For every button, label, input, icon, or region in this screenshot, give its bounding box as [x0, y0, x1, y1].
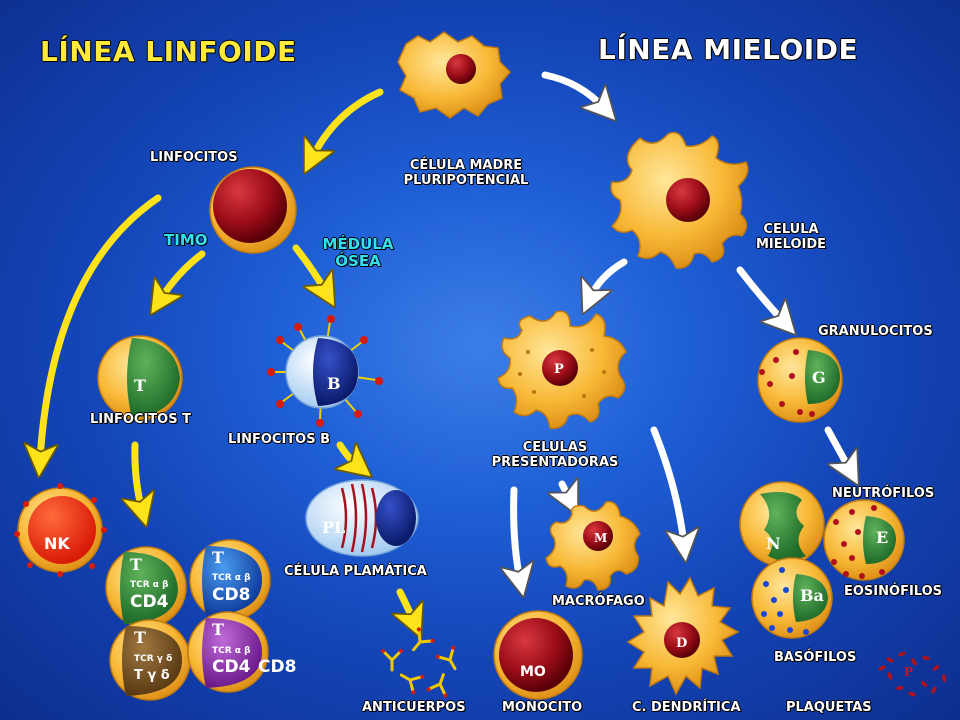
t-subset-cd8-receptor: TCR α β	[212, 573, 251, 583]
platelets	[878, 651, 947, 697]
bone-marrow-label-line-2: ÓSEA	[335, 252, 381, 270]
t-subset-gd-receptor: TCR γ δ	[134, 654, 173, 664]
myeloid-cell	[610, 131, 749, 269]
monocyte-label: MONOCITO	[502, 700, 583, 715]
granulocyte	[757, 337, 843, 423]
t-subset-cd4-receptor: TCR α β	[130, 580, 169, 590]
t-subset-gd-marker: T γ δ	[134, 668, 170, 683]
b-lymphocytes-label: LINFOCITOS B	[228, 432, 331, 447]
presenting-cells-label-line-2: PRESENTADORAS	[491, 455, 619, 470]
myeloid-cell-label-line-2: MIELOIDE	[756, 237, 827, 252]
arrow-myeloid-to-presenting	[590, 258, 628, 298]
t-subset-gd-letter: T	[134, 628, 146, 647]
t-subset-cd8-marker: CD8	[212, 585, 251, 605]
plasma-cell	[305, 479, 419, 557]
t-subset-dp-letter: T	[212, 620, 224, 639]
arrow-presenting-to-monocyte	[514, 486, 520, 580]
thymus-label: TIMO	[164, 231, 208, 249]
presenting-cells-label-line-1: CELULAS	[522, 440, 588, 455]
arrow-lymphocyte-to-t	[160, 250, 206, 300]
lymphoid-arrows	[40, 88, 414, 622]
myeloid-arrows	[514, 71, 850, 580]
bone-marrow-label-line-1: MÉDULA	[322, 235, 394, 253]
nk-cell-letter: NK	[44, 534, 70, 553]
t-subset-gd-cell	[109, 619, 191, 701]
t-subset-cd4-letter: T	[130, 555, 142, 574]
eosinophils-label: EOSINÓFILOS	[844, 584, 943, 599]
presenting-cell-letter: P	[554, 362, 564, 377]
granulocytes-label: GRANULOCITOS	[818, 324, 933, 339]
stem-cell-label-line-2: PLURIPOTENCIAL	[403, 173, 529, 188]
myeloid-cell-label: CELULA MIELOIDE	[756, 222, 826, 252]
stem-cell	[397, 31, 512, 119]
dendritic-cell-label: C. DENDRÍTICA	[632, 700, 741, 715]
t-subset-cd4-cell	[105, 546, 187, 628]
arrow-stem-to-lymphocyte	[312, 88, 384, 158]
macrophage-label: MACRÓFAGO	[552, 594, 645, 609]
neutrophil-letter: N	[766, 534, 781, 553]
basophils-label: BASÓFILOS	[774, 650, 857, 665]
antibodies-label: ANTICUERPOS	[362, 700, 466, 715]
t-subset-dp-receptor: TCR α β	[212, 646, 251, 656]
b-lymphocyte	[267, 315, 383, 427]
arrow-presenting-to-dendritic	[650, 426, 684, 545]
arrow-lymphocyte-to-b	[292, 244, 326, 292]
eosinophil-letter: E	[876, 528, 889, 547]
lymphocyte	[209, 166, 297, 254]
arrow-to-nk	[40, 194, 162, 460]
granulocyte-letter: G	[812, 368, 826, 387]
t-subset-cd4-marker: CD4	[130, 592, 169, 612]
t-subset-dp-marker: CD4	[212, 657, 251, 677]
arrow-t-to-subsets	[135, 441, 142, 510]
neutrophils-label: NEUTRÓFILOS	[832, 486, 935, 501]
dendritic-cell	[626, 576, 740, 696]
plasma-cell-letter: PL	[322, 518, 346, 537]
macrophage-letter: M	[594, 531, 608, 545]
stem-cell-label: CÉLULA MADRE PLURIPOTENCIAL	[388, 158, 544, 188]
t-subset-cd8-letter: T	[212, 548, 224, 567]
t-subset-cd8-cell	[189, 539, 271, 621]
t-subset-dp-cell	[187, 611, 269, 693]
basophil	[751, 557, 833, 639]
bone-marrow-label: MÉDULA ÓSEA	[318, 236, 398, 270]
arrow-granulocyte-to-neutrophil	[824, 426, 850, 470]
t-cell-letter: T	[134, 376, 146, 395]
eosinophil	[823, 499, 905, 581]
b-cell-letter: B	[327, 374, 341, 393]
macrophage	[545, 501, 641, 591]
lymphocytes-label: LINFOCITOS	[150, 150, 238, 165]
monocyte	[493, 610, 583, 700]
t-subset-dp-marker-2: CD8	[258, 657, 297, 677]
arrow-b-to-plasma	[340, 441, 358, 466]
neutrophil	[739, 481, 825, 567]
plasma-cell-label: CÉLULA PLAMÁTICA	[284, 564, 427, 579]
nk-cell	[14, 483, 107, 577]
platelets-label: PLAQUETAS	[786, 700, 872, 715]
arrow-stem-to-myeloid	[541, 71, 604, 108]
stem-cell-label-line-1: CÉLULA MADRE	[409, 158, 523, 173]
myeloid-cell-label-line-1: CELULA	[763, 222, 819, 237]
lymphoid-line-title: LÍNEA LINFOIDE	[40, 35, 297, 68]
t-lymphocytes-label: LINFOCITOS T	[90, 412, 191, 427]
arrow-plasma-to-antibodies	[400, 588, 414, 622]
platelet-letter: P	[904, 665, 914, 679]
basophil-letter: Ba	[800, 586, 824, 605]
dendritic-cell-letter: D	[676, 636, 688, 651]
presenting-cells-label: CELULAS PRESENTADORAS	[490, 440, 620, 470]
monocyte-letter: MO	[520, 664, 546, 680]
presenting-cell	[497, 310, 627, 429]
t-lymphocyte	[97, 335, 183, 421]
antibodies	[381, 627, 457, 698]
myeloid-line-title: LÍNEA MIELOIDE	[598, 33, 859, 66]
arrow-myeloid-to-granulocyte	[736, 266, 784, 322]
arrow-presenting-to-macrophage	[562, 484, 570, 500]
